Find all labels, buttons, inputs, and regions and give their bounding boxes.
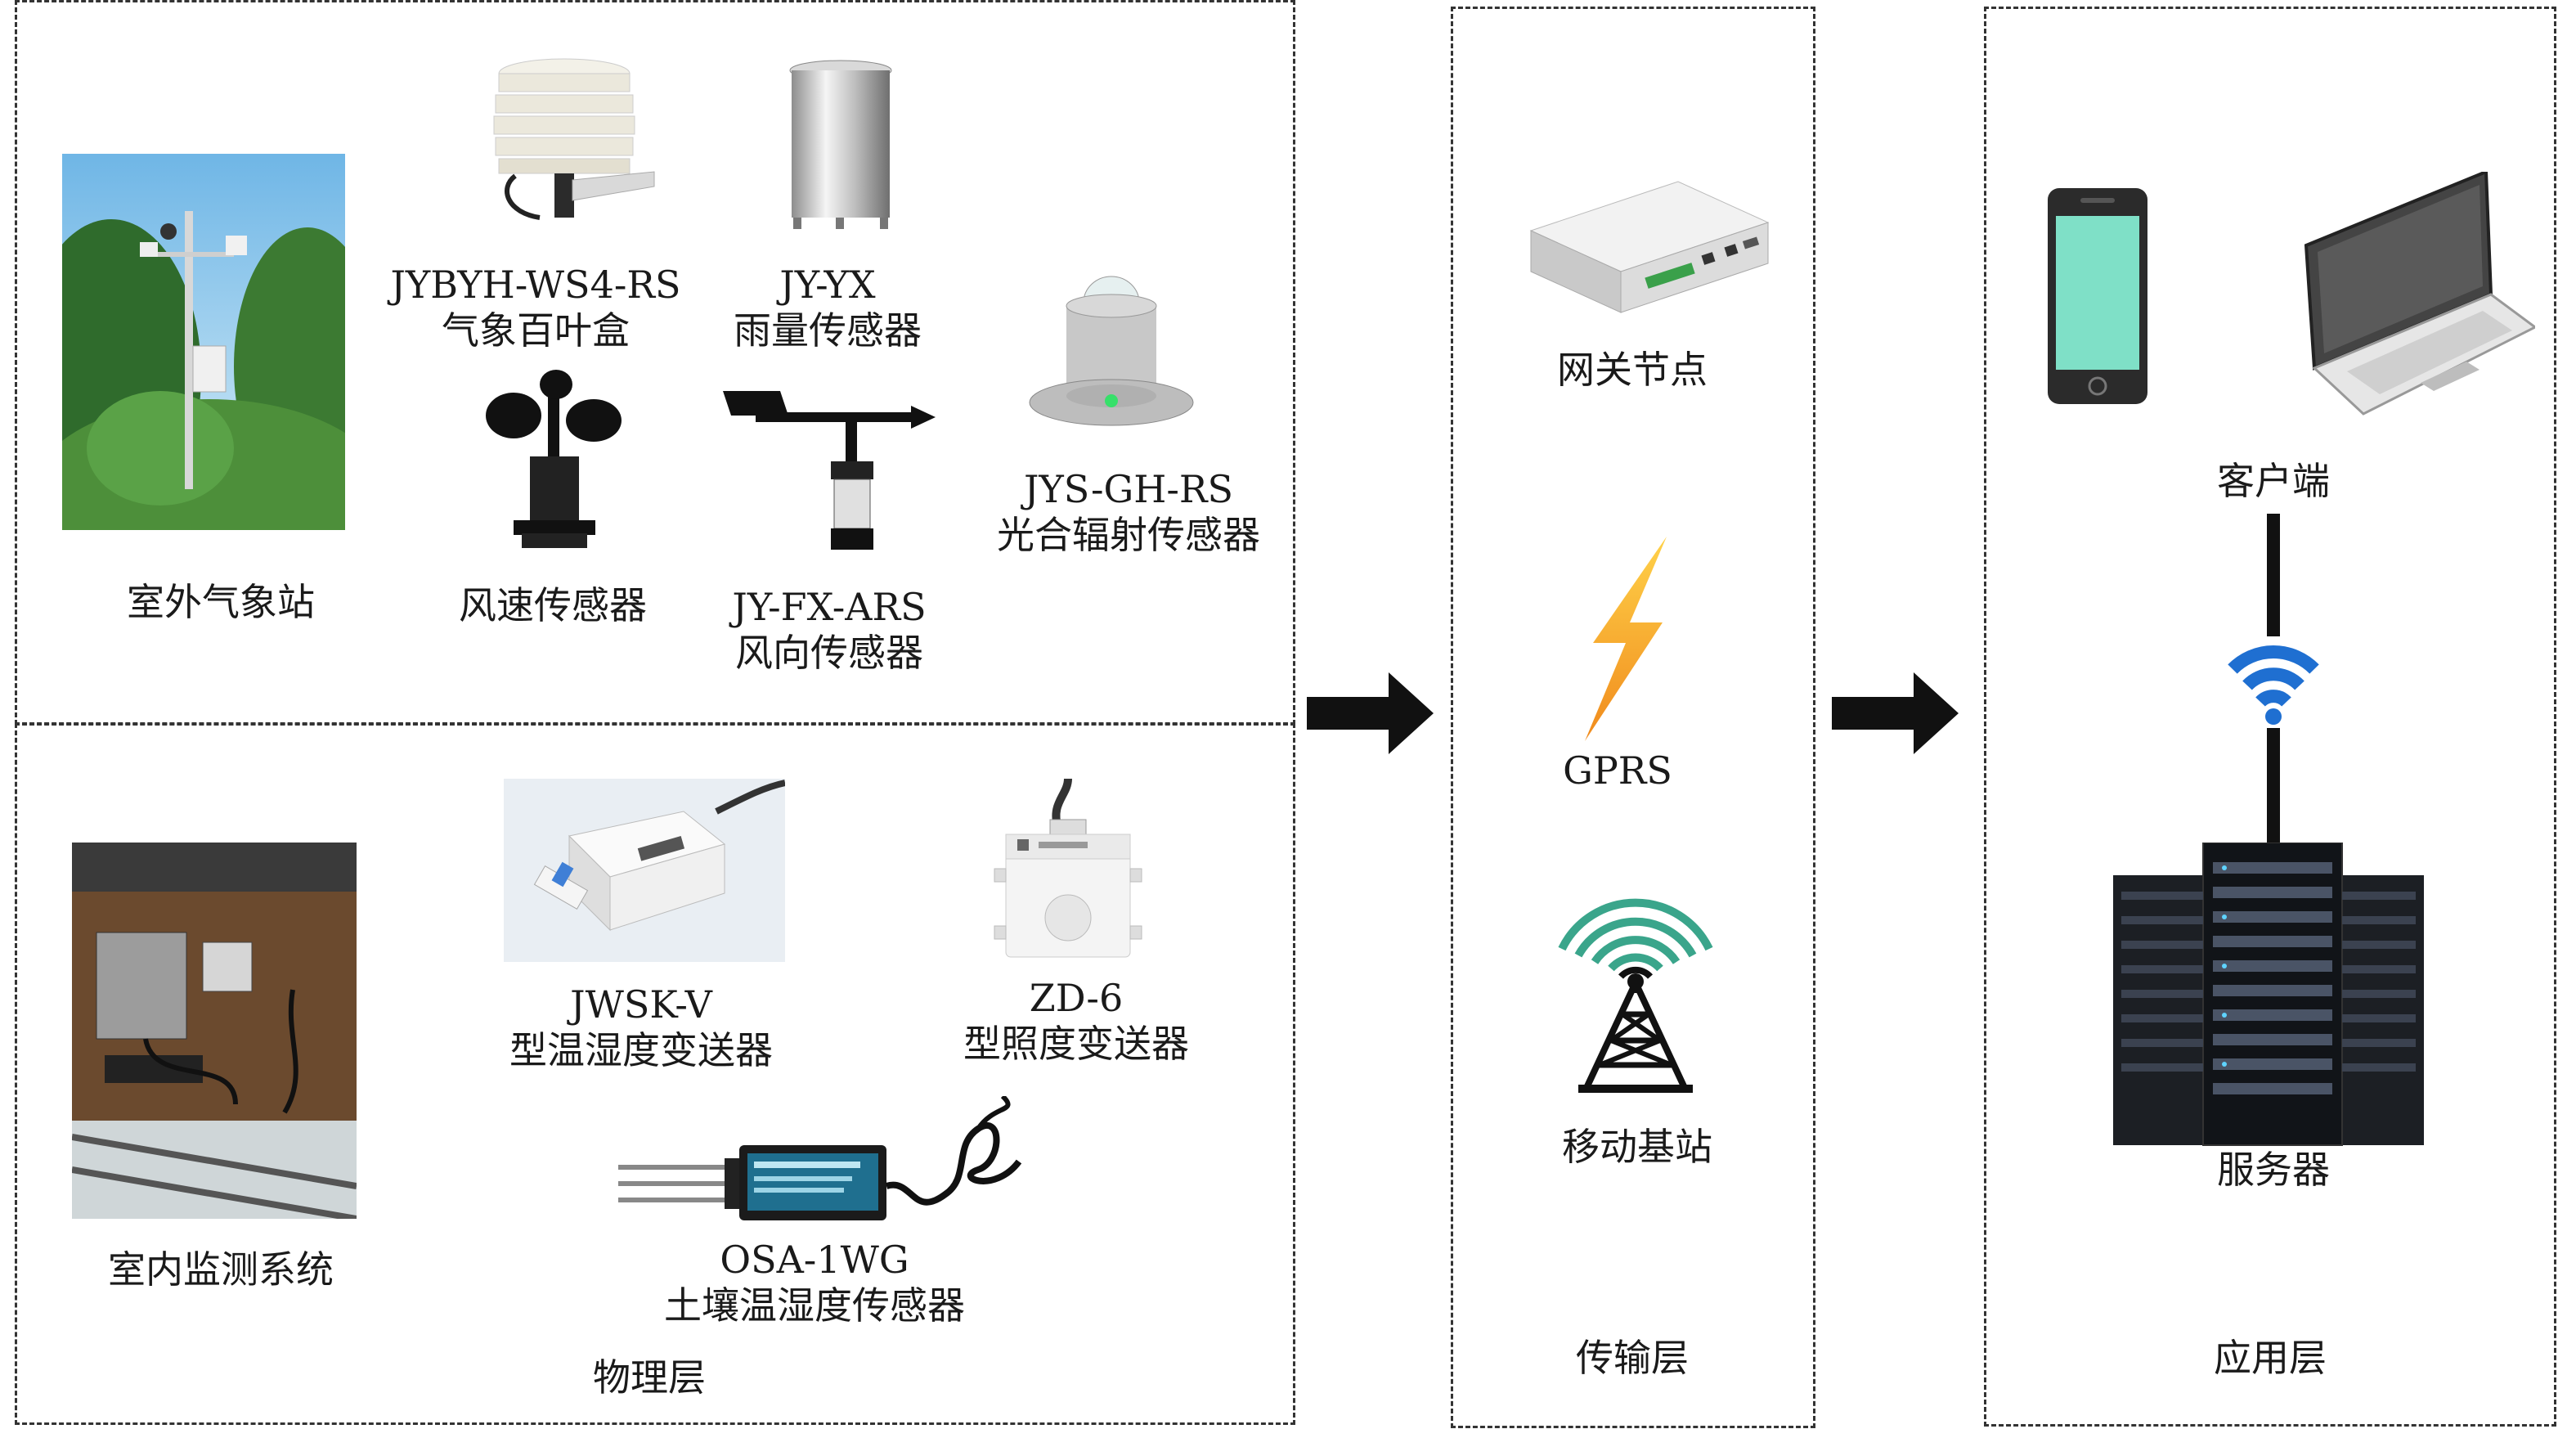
radiation-sensor-icon xyxy=(1029,276,1194,426)
illuminance-model: ZD-6 xyxy=(1029,976,1124,1020)
server-rack-icon xyxy=(2113,843,2424,1146)
soil-sensor-name: 土壤温湿度传感器 xyxy=(664,1283,965,1328)
radiation-sensor-label: JYS-GH-RS 光合辐射传感器 xyxy=(997,466,1260,558)
client-label: 客户端 xyxy=(2217,458,2330,504)
shutter-box-model: JYBYH-WS4-RS xyxy=(390,263,681,307)
outdoor-station-label: 室外气象站 xyxy=(127,579,315,625)
arrow-transport-to-application xyxy=(1832,672,1959,754)
indoor-system-label: 室内监测系统 xyxy=(108,1247,334,1292)
wind-speed-name: 风速传感器 xyxy=(459,583,647,627)
base-station-icon xyxy=(1558,898,1713,1093)
indoor-system-text: 室内监测系统 xyxy=(108,1247,334,1292)
rain-sensor-name: 雨量传感器 xyxy=(734,308,922,353)
base-station-text: 移动基站 xyxy=(1562,1125,1712,1169)
radiation-sensor-model: JYS-GH-RS xyxy=(1023,467,1234,511)
illuminance-label: ZD-6 型照度变送器 xyxy=(963,975,1189,1067)
wind-vane-icon xyxy=(723,391,936,550)
temp-humidity-photo xyxy=(504,779,785,962)
anemometer-icon xyxy=(486,370,622,548)
physical-layer-label: 物理层 xyxy=(593,1355,706,1400)
soil-sensor-label: OSA-1WG 土壤温湿度传感器 xyxy=(664,1237,965,1328)
lightning-icon xyxy=(1585,537,1667,741)
wifi-icon xyxy=(2233,646,2314,728)
wind-speed-label: 风速传感器 xyxy=(459,582,647,628)
gateway-text: 网关节点 xyxy=(1557,348,1708,392)
server-label: 服务器 xyxy=(2217,1147,2330,1193)
outdoor-station-text: 室外气象站 xyxy=(127,580,315,624)
shutter-box-name: 气象百叶盒 xyxy=(442,308,630,353)
gprs-text: GPRS xyxy=(1563,748,1672,793)
wind-direction-label: JY-FX-ARS 风向传感器 xyxy=(732,584,926,676)
rain-sensor-model: JY-YX xyxy=(779,263,876,307)
soil-sensor-model: OSA-1WG xyxy=(720,1238,909,1282)
outdoor-station-photo xyxy=(62,154,345,530)
transport-layer-label: 传输层 xyxy=(1576,1335,1689,1381)
soil-sensor-icon xyxy=(618,1096,1022,1220)
physical-layer-text: 物理层 xyxy=(593,1355,706,1400)
laptop-icon xyxy=(2304,172,2535,416)
application-layer-box xyxy=(1984,7,2556,1427)
temp-humidity-label: JWSK-V 型温湿度变送器 xyxy=(509,982,773,1073)
base-station-label: 移动基站 xyxy=(1562,1124,1712,1170)
gateway-icon xyxy=(1529,181,1770,313)
gateway-label: 网关节点 xyxy=(1557,347,1708,393)
illuminance-name: 型照度变送器 xyxy=(963,1022,1189,1066)
arrow-physical-to-transport xyxy=(1307,672,1434,754)
temp-humidity-name: 型温湿度变送器 xyxy=(509,1028,773,1072)
wind-direction-name: 风向传感器 xyxy=(734,631,923,675)
illuminance-transmitter-icon xyxy=(994,779,1142,958)
smartphone-icon xyxy=(2048,188,2147,404)
rain-gauge-icon xyxy=(789,60,892,229)
transport-layer-box xyxy=(1451,7,1815,1428)
gprs-label: GPRS xyxy=(1563,748,1672,793)
client-text: 客户端 xyxy=(2217,459,2330,503)
client-server-link xyxy=(2228,514,2319,857)
rain-sensor-label: JY-YX 雨量传感器 xyxy=(734,262,922,353)
shutter-box-icon xyxy=(493,58,655,220)
temp-humidity-model: JWSK-V xyxy=(570,982,712,1027)
server-text: 服务器 xyxy=(2217,1148,2330,1192)
transport-layer-text: 传输层 xyxy=(1576,1336,1689,1380)
application-layer-text: 应用层 xyxy=(2214,1336,2327,1380)
radiation-sensor-name: 光合辐射传感器 xyxy=(997,513,1260,557)
application-layer-label: 应用层 xyxy=(2214,1335,2327,1381)
indoor-system-photo xyxy=(72,843,357,1219)
shutter-box-label: JYBYH-WS4-RS 气象百叶盒 xyxy=(390,262,680,353)
physical-layer-bottom-box xyxy=(15,723,1295,1425)
wind-direction-model: JY-FX-ARS xyxy=(732,585,927,629)
